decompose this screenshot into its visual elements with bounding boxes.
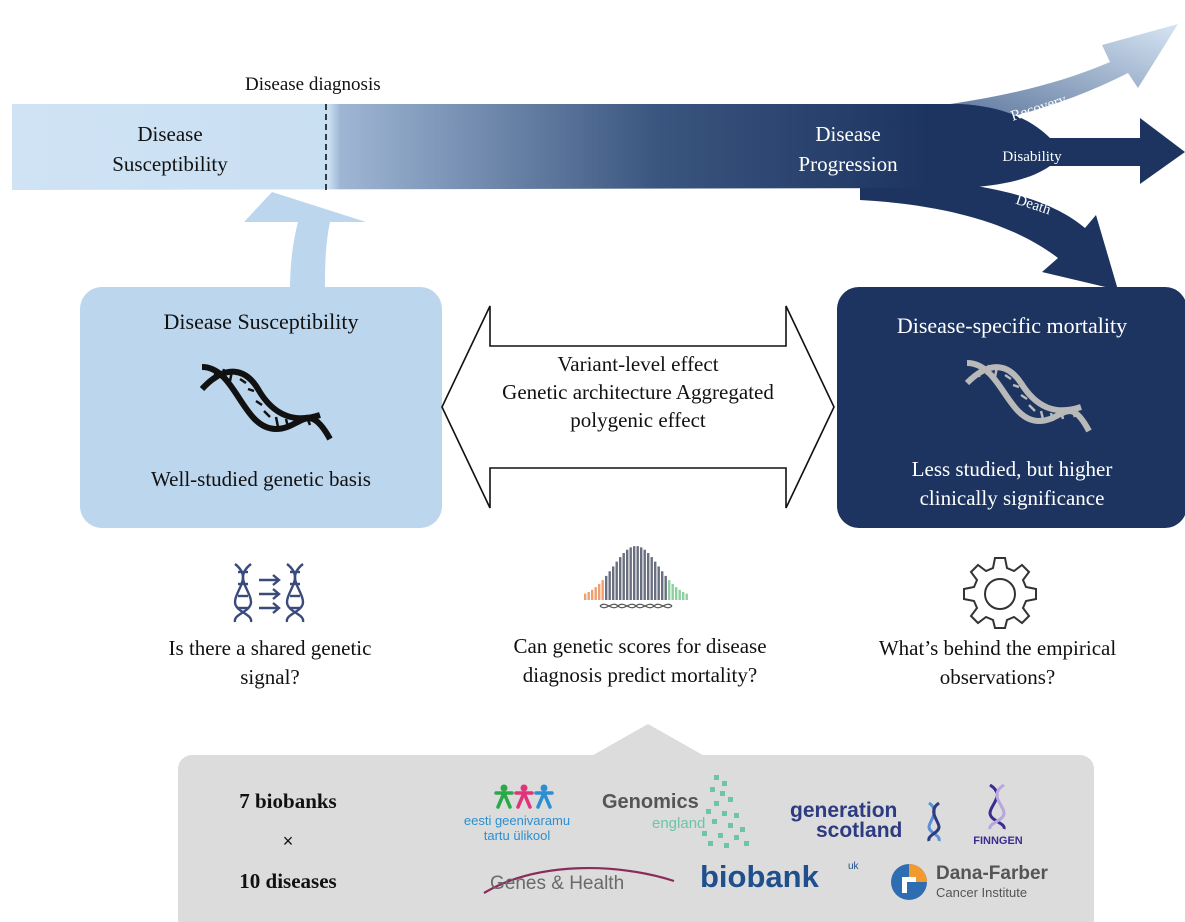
swoosh-icon [483, 866, 675, 894]
distribution-bar [668, 580, 671, 600]
gear-icon [963, 557, 1037, 629]
distribution-bar [605, 575, 608, 600]
timeline-band [12, 104, 1185, 190]
question-shared-signal: Is there a shared genetic signal? [120, 634, 420, 692]
distribution-bar [671, 583, 674, 600]
arrow-text: Variant-level effect Genetic architectur… [440, 350, 836, 434]
dna-icon [988, 783, 1006, 830]
distribution-curve-icon [584, 546, 688, 609]
logo-genomics-england: Genomics england [602, 773, 762, 853]
people-icon [494, 784, 554, 809]
logo-dana-line1: Dana-Farber [936, 863, 1048, 884]
distribution-bar [619, 557, 622, 600]
logo-ukb-text: biobank [700, 859, 819, 894]
diagnosis-label: Disease diagnosis [245, 74, 381, 95]
dna-icon [927, 801, 941, 842]
double-headed-arrow [441, 305, 835, 509]
question-empirical-line2: observations? [939, 665, 1056, 689]
distribution-bar [664, 575, 667, 600]
susceptibility-box-title: Disease Susceptibility [163, 309, 359, 334]
distribution-bar [643, 549, 646, 600]
logo-estonian-line1: eesti geenivaramu [463, 813, 571, 828]
distribution-bar [608, 571, 611, 600]
distribution-bar [675, 587, 678, 600]
mortality-box: Disease-specific mortality Less studied,… [837, 287, 1185, 528]
distribution-bar [594, 587, 597, 600]
dna-icon [199, 364, 333, 441]
biobank-data-panel: 7 biobanks × 10 diseases eesti geenivara… [178, 755, 1094, 922]
distribution-bar [622, 553, 625, 600]
outcome-disability: Disability [1002, 149, 1062, 165]
distribution-bar [640, 547, 643, 600]
question-shared-signal-line2: signal? [240, 665, 300, 689]
question-predict-mortality: Can genetic scores for disease diagnosis… [470, 632, 810, 690]
distribution-bar [654, 561, 657, 600]
logo-uk-biobank: biobank uk [700, 859, 870, 899]
logo-genomics-line2: england [652, 815, 706, 832]
mortality-box-subtitle: Less studied, but higher clinically sign… [837, 455, 1185, 513]
logo-gs-line2: scotland [816, 819, 903, 842]
distribution-bar [587, 591, 590, 600]
distribution-bar [682, 591, 685, 600]
logo-estonian-biobank: eesti geenivaramu tartu ülikool [442, 783, 592, 847]
distribution-bar [584, 593, 587, 600]
logo-genomics-line1: Genomics [602, 791, 699, 813]
question-predict-mortality-line2: diagnosis predict mortality? [522, 663, 758, 687]
distribution-bar [650, 557, 653, 600]
logo-generation-scotland: generation scotland [790, 799, 950, 849]
mortality-box-subtitle-line2: clinically significance [919, 486, 1105, 510]
dna-comparison-icon [233, 563, 305, 623]
distribution-bar [678, 589, 681, 600]
logo-genes-health: Genes & Health [478, 865, 678, 901]
logo-dana-line2: Cancer Institute [936, 885, 1028, 900]
mortality-box-title: Disease-specific mortality [896, 313, 1128, 338]
distribution-bar [636, 546, 639, 600]
susceptibility-box-subtitle: Well-studied genetic basis [151, 467, 371, 491]
distribution-bar [626, 549, 629, 600]
distribution-bar [657, 566, 660, 600]
arrow-text-line3: polygenic effect [570, 408, 706, 432]
arrow-text-line2: Genetic architecture Aggregated [502, 380, 774, 404]
distribution-bar [685, 593, 688, 600]
dna-icon [964, 360, 1092, 433]
question-shared-signal-line1: Is there a shared genetic [168, 636, 372, 660]
times-symbol: × [282, 831, 294, 851]
progression-label-line2: Progression [798, 152, 898, 176]
distribution-bar [647, 553, 650, 600]
distribution-bar [629, 547, 632, 600]
distribution-bar [615, 561, 618, 600]
arrow-text-line1: Variant-level effect [557, 352, 719, 376]
england-map-icon [702, 775, 749, 848]
logo-genes-health-text: Genes & Health [490, 873, 625, 894]
question-empirical: What’s behind the empirical observations… [845, 634, 1150, 692]
susceptibility-label-line2: Susceptibility [112, 152, 228, 176]
distribution-bar [601, 580, 604, 600]
logo-dana-farber: Dana-Farber Cancer Institute [890, 861, 1080, 905]
progression-label-line1: Disease [815, 122, 881, 146]
distribution-bar [661, 571, 664, 600]
distribution-bar [591, 589, 594, 600]
logo-estonian-line2: tartu ülikool [483, 828, 551, 843]
distribution-bar [598, 583, 601, 600]
biobanks-count: 7 biobanks [239, 789, 337, 813]
question-empirical-line1: What’s behind the empirical [878, 636, 1117, 660]
logo-gs-line1: generation [790, 799, 898, 822]
panel-pointer [588, 724, 708, 758]
diseases-count: 10 diseases [239, 869, 337, 893]
distribution-bar [633, 546, 636, 600]
progression-label: Disease Progression [770, 119, 926, 179]
logo-finngen: FINNGEN [968, 783, 1028, 853]
question-predict-mortality-line1: Can genetic scores for disease [513, 634, 767, 658]
susceptibility-up-arrow [244, 192, 366, 290]
dana-farber-mark-icon [891, 864, 927, 900]
susceptibility-label: Disease Susceptibility [90, 119, 250, 179]
logo-finngen-text: FINNGEN [973, 835, 1023, 847]
susceptibility-label-line1: Disease [137, 122, 203, 146]
death-arrow [860, 175, 1118, 290]
logo-ukb-sup: uk [848, 861, 859, 872]
distribution-bar [612, 566, 615, 600]
mortality-box-subtitle-line1: Less studied, but higher [911, 457, 1113, 481]
susceptibility-box: Disease Susceptibility Well-studied gene… [80, 287, 442, 528]
disease-timeline-banner: Recovery Disability Death [12, 24, 1185, 290]
